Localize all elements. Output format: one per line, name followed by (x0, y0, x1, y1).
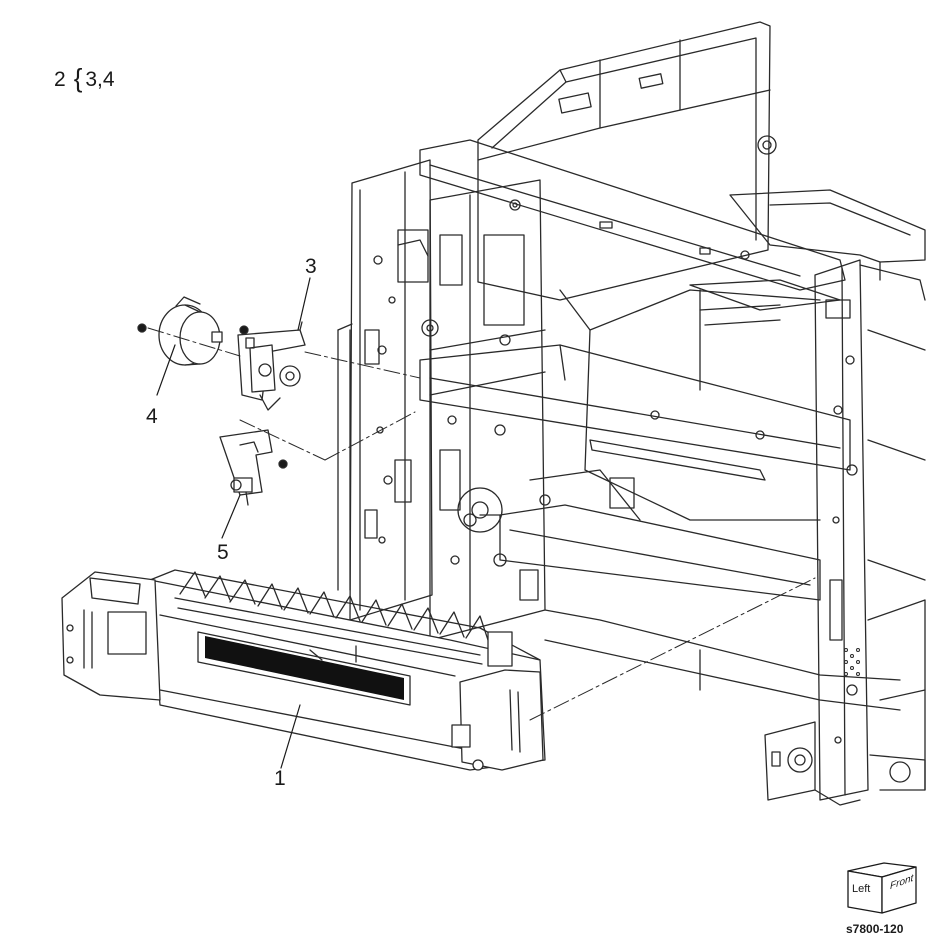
frame-right-side (859, 264, 926, 301)
part-motor (158, 296, 223, 366)
callout-leaders (156, 277, 311, 769)
orientation-left-label: Left (852, 883, 871, 895)
frame-lower-deck (499, 504, 821, 601)
grouping-children: 3,4 (85, 68, 115, 91)
frame-middle-beam (419, 344, 851, 471)
orientation-cube-icon (847, 862, 917, 914)
frame-middle-plate (429, 179, 546, 641)
frame-top-rail-edge (477, 89, 771, 161)
part-drive-bracket (237, 321, 306, 411)
orientation-cube: Left Front (846, 853, 918, 915)
grill-pattern (844, 648, 860, 676)
fuser-front-window (197, 631, 411, 706)
frame-top-rail-inner (491, 37, 757, 241)
part-sensor-bracket (219, 429, 273, 506)
frame-upper-beam (419, 139, 846, 291)
frame-left-plate (349, 159, 433, 621)
part-sensor-screw (278, 459, 288, 469)
printer-frame (337, 21, 926, 806)
fuser-right-endcap (459, 669, 544, 771)
callout-item-3: 3 (305, 255, 317, 278)
part-motor-screw (137, 323, 147, 333)
part-fuser-assembly (61, 569, 546, 771)
part-grouping-note: 2 {3,4 (54, 62, 115, 93)
figure-id: s7800-120 (846, 922, 904, 936)
frame-right-front-plate (814, 259, 869, 801)
grouping-parent: 2 (54, 68, 66, 91)
callout-item-1: 1 (274, 767, 286, 790)
grouping-brace: { (73, 63, 83, 93)
part-bracket-screw (239, 325, 249, 335)
callout-item-4: 4 (146, 405, 158, 428)
frame-bottom-rail (544, 609, 901, 681)
frame-top-rail (477, 21, 771, 301)
frame-inner-drawer (559, 289, 821, 331)
callout-item-5: 5 (217, 541, 229, 564)
dashed-leader-lines (147, 327, 816, 721)
frame-right-housing (729, 189, 926, 263)
fuser-ribs (179, 571, 489, 641)
